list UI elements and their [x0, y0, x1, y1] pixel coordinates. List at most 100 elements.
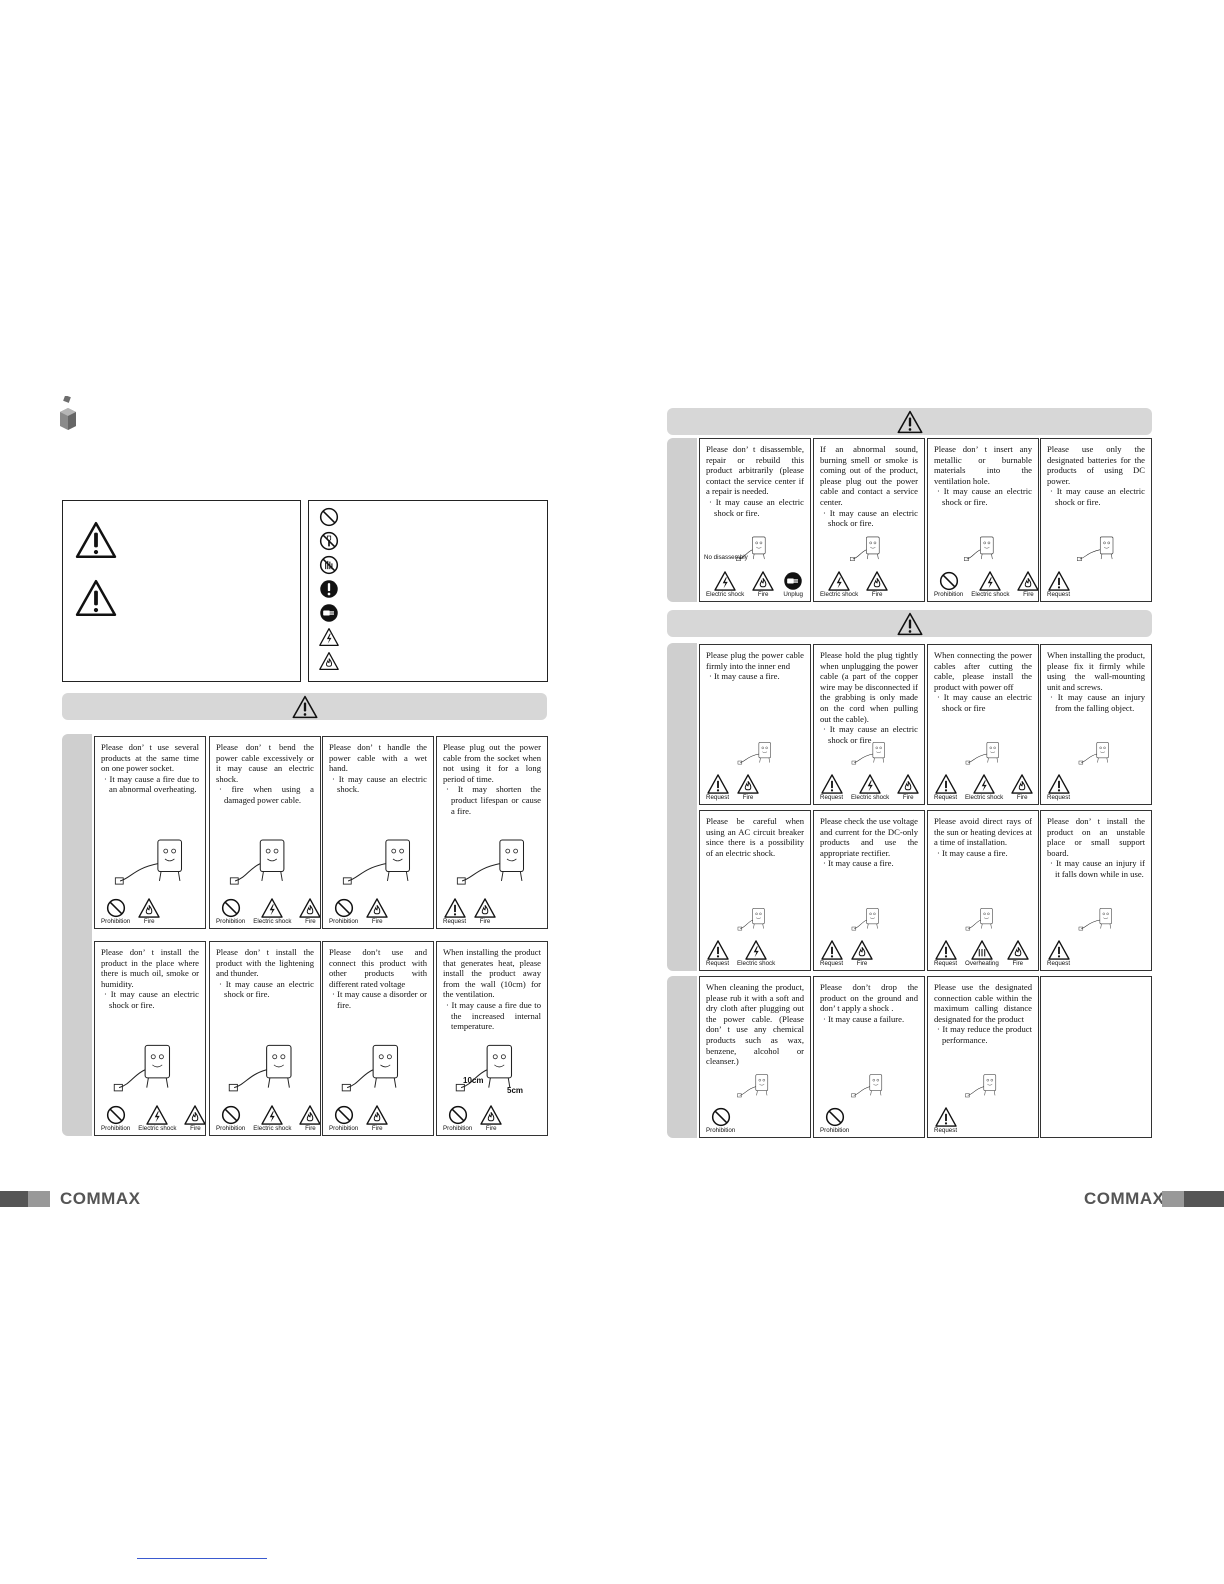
illustration	[737, 908, 765, 931]
electric-shock-icon	[745, 940, 767, 960]
dimension-label: 5cm	[507, 1086, 524, 1095]
caution-icon	[75, 579, 117, 617]
card-icon-row: Request	[934, 1104, 1032, 1134]
unplug-icon	[319, 603, 339, 623]
card-text: Please don’ t install the product on an …	[1047, 816, 1145, 880]
electric-shock-icon	[319, 627, 339, 647]
illustration	[456, 839, 525, 885]
card-icon-row	[1047, 1104, 1145, 1134]
unplug-icon	[782, 571, 804, 591]
request-icon	[1048, 571, 1070, 591]
card-main-text: Please don’ t bend the power cable exces…	[216, 742, 314, 784]
card-sub-text: · It may cause an electric shock.	[332, 773, 427, 795]
card-main-text: Please avoid direct rays of the sun or h…	[934, 816, 1032, 848]
fire-icon	[474, 898, 496, 918]
symbol-legend-box	[308, 500, 548, 682]
card-sub-text: · It may cause an electric shock or fire…	[823, 507, 918, 529]
left-commax-logo: COMMAX	[60, 1189, 141, 1208]
card-illustration	[822, 531, 916, 565]
card-icon-row: Request	[1047, 937, 1145, 967]
safety-card: Please don’ t disassemble, repair or reb…	[699, 438, 811, 602]
prohibit-icon	[319, 507, 339, 527]
illustration	[229, 839, 285, 885]
card-icon-row: Request	[1047, 771, 1145, 801]
link-underline	[137, 1558, 267, 1559]
card-text: Please plug out the power cable from the…	[443, 742, 541, 816]
card-main-text: When cleaning the product, please rub it…	[706, 982, 804, 1067]
icon-label: Prohibition	[101, 1125, 131, 1132]
card-main-text: Please don’ t install the product with t…	[216, 947, 314, 979]
card-illustration	[936, 737, 1030, 768]
safety-card: When connecting the power cables after c…	[927, 644, 1039, 805]
card-sub-text: · It may cause an electric shock or fire…	[1050, 486, 1145, 507]
fire-icon-group: Fire	[866, 571, 888, 598]
icon-label: Fire	[371, 1125, 383, 1132]
card-main-text: Please hold the plug tightly when unplug…	[820, 650, 918, 724]
safety-card: Please don’ t install the product on an …	[1040, 810, 1152, 971]
safety-card: When installing the product, please fix …	[1040, 644, 1152, 805]
icon-label: Request	[443, 918, 467, 925]
card-text: Please use the designated connection cab…	[934, 982, 1032, 1046]
card-illustration	[103, 829, 197, 892]
card-text: Please don’ t handle the power cable wit…	[329, 742, 427, 795]
illustration	[965, 1074, 997, 1098]
request-icon-group: Request	[1047, 940, 1070, 967]
request-icon-group: Request	[820, 774, 843, 801]
request-icon-group: Request	[934, 940, 957, 967]
card-main-text: Please don’ t disassemble, repair or reb…	[706, 444, 804, 497]
icon-label: Fire	[485, 1125, 497, 1132]
card-main-text: Please don’t use and connect this produc…	[329, 947, 427, 989]
left-footer-bar-light	[28, 1191, 50, 1207]
illustration	[964, 536, 994, 561]
prohibition-icon	[105, 1105, 127, 1125]
card-text: When cleaning the product, please rub it…	[706, 982, 804, 1067]
card-sub-text: · It may cause an injury if it falls dow…	[1050, 858, 1145, 879]
icon-label: Request	[1047, 591, 1071, 598]
card-main-text: Please don’ t handle the power cable wit…	[329, 742, 427, 774]
card-text: Please hold the plug tightly when unplug…	[820, 650, 918, 745]
card-sub-text: · fire when using a damaged power cable.	[219, 784, 314, 805]
electric-shock-icon-group: Electric shock	[706, 571, 744, 598]
prohibition-icon	[333, 1105, 355, 1125]
right-commax-logo: COMMAX	[1084, 1189, 1165, 1208]
fire-icon	[366, 898, 388, 918]
prohibition-icon-group: Prohibition	[443, 1105, 472, 1132]
card-main-text: When installing the product that generat…	[443, 947, 541, 1000]
card-sub-text: · It may cause a disorder or fire.	[332, 989, 427, 1010]
right-footer-bar-light	[1162, 1191, 1184, 1207]
safety-card: Please don’ t insert any metallic or bur…	[927, 438, 1039, 602]
card-text: Please don’ t insert any metallic or bur…	[934, 444, 1032, 508]
request-icon-group: Request	[934, 774, 957, 801]
card-sub-text: · It may reduce the product performance.	[937, 1024, 1032, 1045]
card-illustration	[822, 1069, 916, 1101]
right-side-strip-top	[667, 438, 697, 602]
request-icon	[935, 774, 957, 794]
left-warning-band	[62, 693, 547, 720]
electric-shock-icon	[714, 571, 736, 591]
icon-label: Request	[934, 960, 958, 967]
icon-label: Overheating	[965, 960, 999, 967]
card-main-text: Please don’ t install the product in the…	[101, 947, 199, 989]
request-icon	[821, 774, 843, 794]
icon-label: Request	[1047, 794, 1071, 801]
icon-label: Request	[706, 794, 730, 801]
safety-card: Please hold the plug tightly when unplug…	[813, 644, 925, 805]
prohibition-icon-group: Prohibition	[329, 1105, 358, 1132]
safety-card: Please use the designated connection cab…	[927, 976, 1039, 1138]
card-main-text: Please don’ t use several products at th…	[101, 742, 199, 774]
request-icon	[1048, 774, 1070, 794]
card-text: Please be careful when using an AC circu…	[706, 816, 804, 858]
electric-shock-icon-group: Electric shock	[737, 940, 775, 967]
right-warning-band-top	[667, 408, 1152, 435]
illustration	[341, 1044, 399, 1092]
safety-card: Please plug out the power cable from the…	[436, 736, 548, 929]
electric-shock-icon	[859, 774, 881, 794]
electric-shock-icon-group: Electric shock	[138, 1105, 176, 1132]
safety-card: Please don’ t use several products at th…	[94, 736, 206, 929]
icon-label: Electric shock	[253, 918, 292, 925]
card-sub-text: · It may cause an electric shock or fire…	[709, 496, 804, 518]
